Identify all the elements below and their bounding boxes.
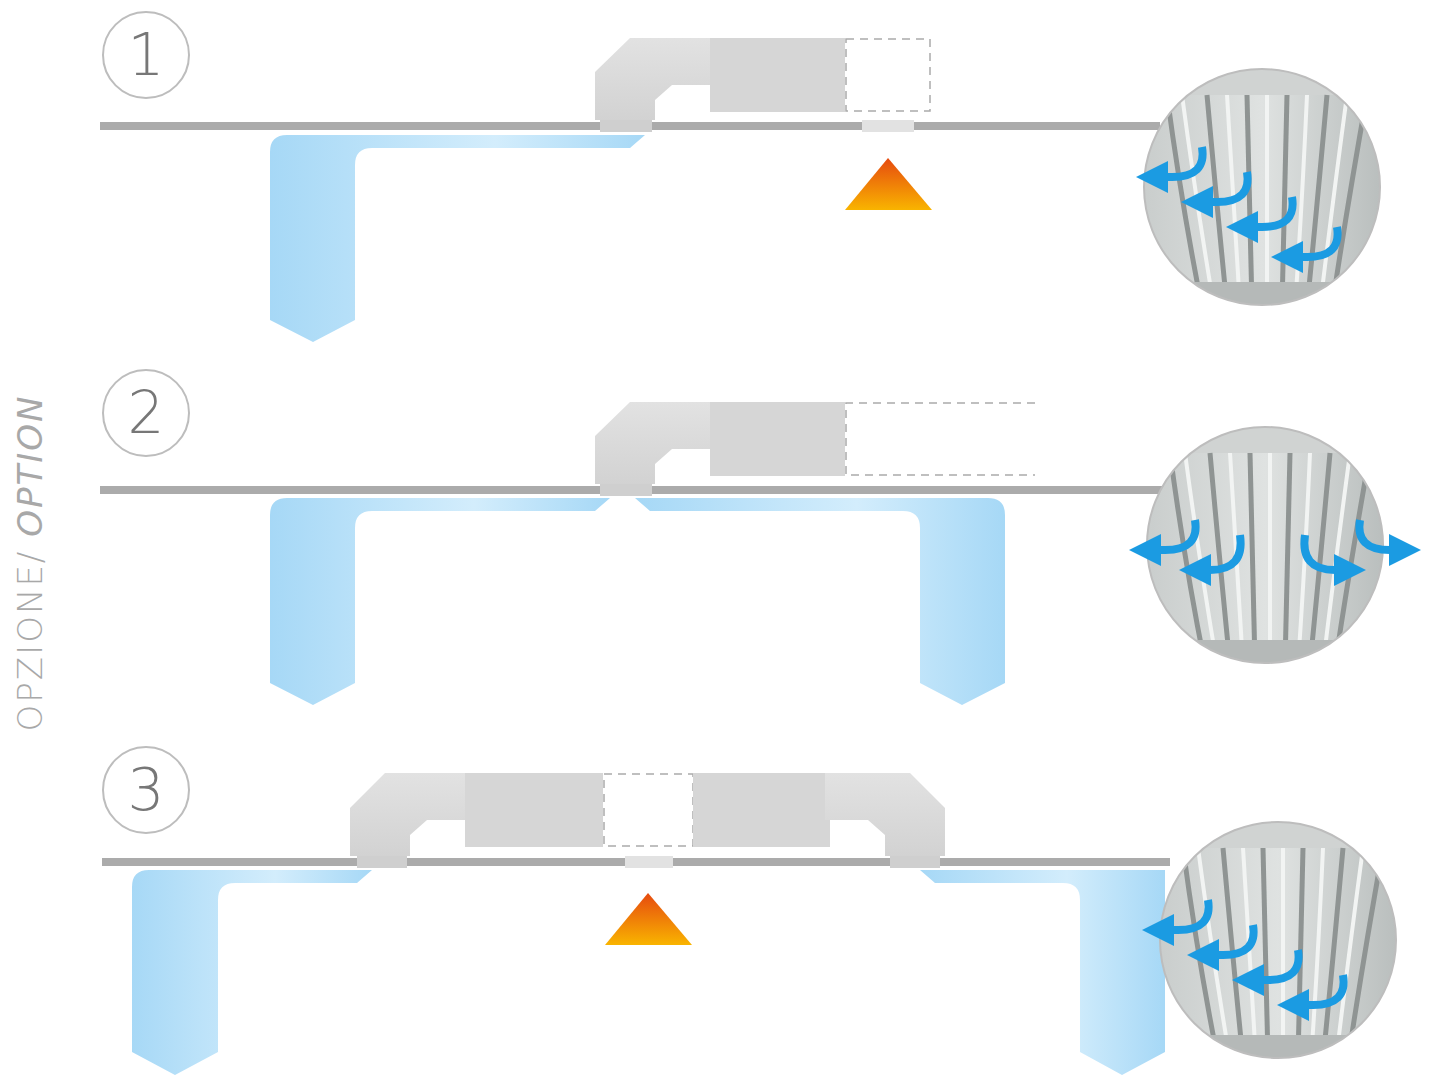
option-number: 1 <box>128 26 165 84</box>
vertical-caption: OPZIONE/ OPTION <box>10 395 50 732</box>
option-number-circle: 2 <box>102 369 190 457</box>
option-label: OPTION <box>10 395 50 537</box>
option-number-circle: 3 <box>102 746 190 834</box>
option-number: 2 <box>128 384 165 442</box>
option-number-circle: 1 <box>102 11 190 99</box>
option-label: OPZIONE/ <box>10 550 50 732</box>
option-number: 3 <box>128 761 165 819</box>
